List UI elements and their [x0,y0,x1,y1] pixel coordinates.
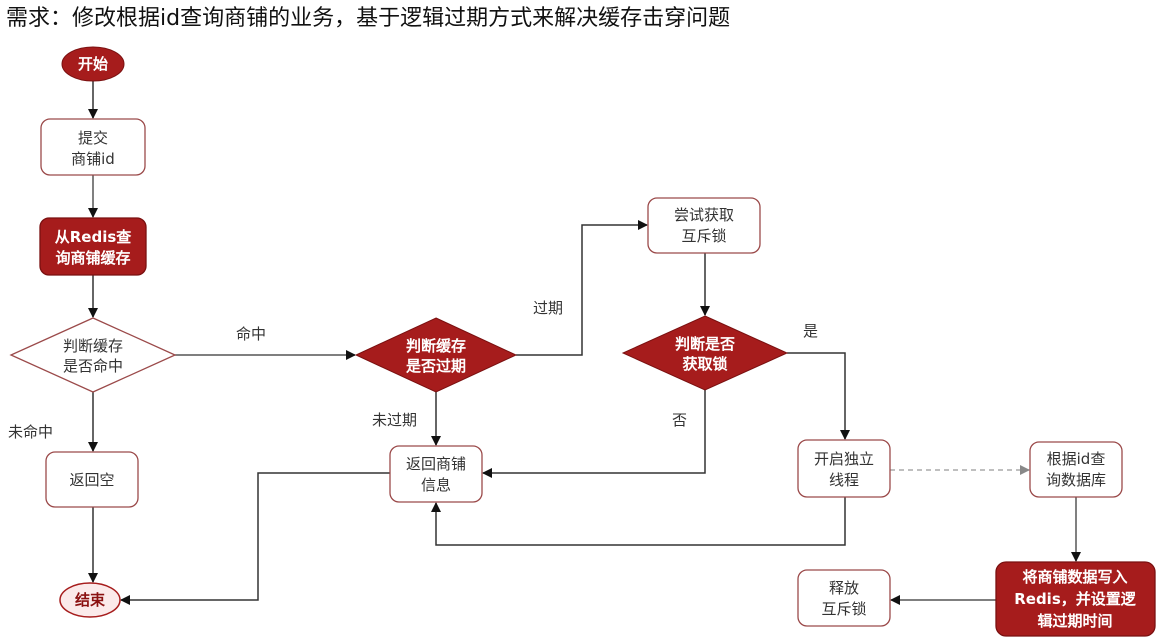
svg-text:询数据库: 询数据库 [1046,471,1106,489]
edge-yes [787,352,850,440]
svg-text:判断缓存: 判断缓存 [63,337,123,355]
svg-text:线程: 线程 [829,471,859,489]
edge-no [482,390,706,478]
node-new-thread: 开启独立 线程 [797,439,891,498]
node-start: 开始 [61,46,125,82]
label-hit: 命中 [236,325,266,343]
node-release-lock: 释放 互斥锁 [797,569,891,627]
label-not-expired: 未过期 [372,411,417,429]
svg-text:根据id查: 根据id查 [1047,450,1106,468]
node-query-db: 根据id查 询数据库 [1029,441,1123,498]
node-query-redis: 从Redis查 询商铺缓存 [39,217,147,276]
svg-text:从Redis查: 从Redis查 [55,228,133,246]
svg-text:是否命中: 是否命中 [63,357,123,375]
label-miss: 未命中 [8,423,53,441]
edge-expired [516,220,648,356]
svg-text:商铺id: 商铺id [71,150,115,168]
page-title: 需求：修改根据id查询商铺的业务，基于逻辑过期方式来解决缓存击穿问题 [6,6,731,31]
svg-text:判断缓存: 判断缓存 [406,337,466,355]
svg-text:互斥锁: 互斥锁 [821,600,866,618]
label-yes: 是 [803,322,818,340]
svg-text:结束: 结束 [75,591,106,609]
edge-thread-return [431,497,846,546]
label-expired: 过期 [533,299,563,317]
svg-text:辑过期时间: 辑过期时间 [1037,612,1112,630]
svg-text:Redis，并设置逻: Redis，并设置逻 [1014,590,1137,608]
svg-text:提交: 提交 [78,129,108,147]
svg-text:开启独立: 开启独立 [814,450,874,468]
node-return-shop-info: 返回商铺 信息 [389,445,483,503]
node-return-empty: 返回空 [45,451,139,508]
svg-text:判断是否: 判断是否 [675,335,735,353]
label-no: 否 [672,411,687,429]
svg-text:开始: 开始 [78,55,108,73]
node-check-cache-hit: 判断缓存 是否命中 [9,317,177,393]
svg-text:询商铺缓存: 询商铺缓存 [55,249,130,267]
svg-text:信息: 信息 [421,476,451,494]
node-try-lock: 尝试获取 互斥锁 [647,197,761,254]
svg-text:互斥锁: 互斥锁 [681,227,726,245]
edge-return-end [120,472,390,605]
svg-text:返回商铺: 返回商铺 [406,455,466,473]
node-end: 结束 [59,582,121,618]
node-check-expired: 判断缓存 是否过期 [354,317,518,393]
svg-text:将商铺数据写入: 将商铺数据写入 [1022,568,1127,586]
svg-text:释放: 释放 [829,579,859,597]
edges [88,81,1081,605]
svg-text:尝试获取: 尝试获取 [674,206,734,224]
node-write-redis: 将商铺数据写入 Redis，并设置逻 辑过期时间 [995,561,1156,637]
svg-text:是否过期: 是否过期 [405,357,466,375]
node-submit-shop-id: 提交 商铺id [40,118,146,176]
svg-text:获取锁: 获取锁 [682,355,727,373]
node-check-lock: 判断是否 获取锁 [621,315,789,391]
svg-text:返回空: 返回空 [69,471,114,489]
